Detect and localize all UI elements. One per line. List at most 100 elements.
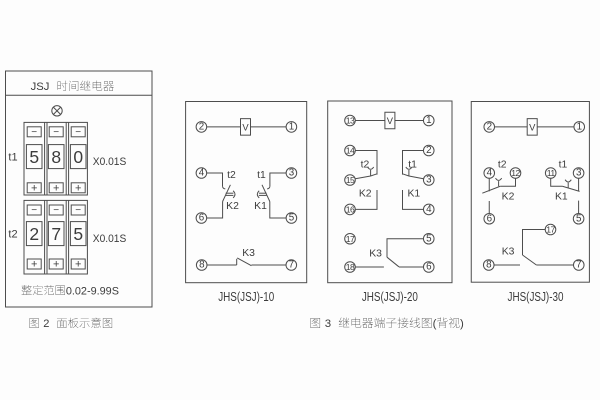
delay-cup: [495, 177, 503, 181]
timer-group-t1: t1 X0.01S − 5 + − 8 + − 0 +: [8, 121, 127, 196]
timer-group-t2: t2 X0.01S − 2 + − 7 + − 5 +: [8, 199, 127, 275]
delay-icon: [367, 166, 375, 176]
increment-button[interactable]: [26, 258, 42, 270]
terminal-number: 4: [426, 204, 432, 215]
terminal-circle-7: [572, 259, 585, 271]
terminal-circle-6: [195, 212, 208, 224]
terminal-5: 5: [285, 212, 298, 224]
terminal-number: 2: [487, 121, 492, 132]
terminal-circle-6: [483, 212, 496, 225]
svg-text:3: 3: [325, 318, 331, 330]
increment-button[interactable]: [70, 258, 86, 270]
digit-wheel: − 0 +: [69, 126, 87, 194]
terminal-circle-5: [572, 212, 585, 225]
voltmeter-label: V: [242, 121, 249, 132]
delay-cup: [564, 179, 572, 183]
decrement-label: −: [31, 205, 37, 216]
delay-icon: [564, 179, 572, 188]
voltmeter: V: [384, 111, 396, 130]
timer-multiplier: X0.01S: [93, 233, 127, 245]
decrement-button[interactable]: [48, 126, 64, 138]
decrement-button[interactable]: [70, 204, 86, 216]
terminal-circle-5: [422, 232, 435, 245]
digit-value: 0: [73, 147, 83, 167]
terminal-circle-8: [482, 259, 495, 271]
terminal-7: 7: [285, 259, 298, 271]
increment-label: +: [75, 259, 81, 271]
terminal-number: 5: [426, 233, 432, 244]
timer-group-t1-frame: [23, 121, 88, 196]
svg-text:JSJ: JSJ: [31, 81, 50, 93]
terminal-15: 15: [344, 174, 356, 186]
decrement-button[interactable]: [48, 204, 64, 216]
terminal-1: 1: [285, 121, 298, 133]
terminal-circle-11: [544, 167, 557, 179]
terminal-11: 11: [544, 167, 557, 179]
contact-no-lead: [402, 190, 424, 210]
terminal-13: 13: [344, 114, 356, 127]
voltmeter-label: V: [387, 115, 394, 126]
digit-window: [47, 144, 65, 170]
contact-common-lead: [500, 178, 516, 187]
terminal-circle-4: [422, 203, 435, 216]
decrement-label: −: [53, 205, 59, 216]
decrement-button[interactable]: [26, 126, 42, 138]
terminal-4: 4: [195, 167, 208, 179]
terminal-number: 4: [199, 168, 205, 179]
diagram-model-label: JHS(JSJ)-20: [362, 290, 418, 304]
digit-wheel: − 5 +: [25, 126, 43, 194]
terminal-8: 8: [195, 259, 208, 271]
terminal-circle-3: [285, 167, 298, 179]
svg-text:(: (: [433, 318, 437, 330]
terminal-number: 1: [289, 121, 294, 132]
contact-foot: [222, 186, 226, 190]
timer-multiplier: X0.01S: [93, 156, 127, 168]
contact-coil-label: K3: [502, 246, 515, 257]
contact-timer-label: t2: [361, 160, 370, 171]
panel-title: JSJ: [31, 80, 114, 93]
terminal-circle-7: [285, 259, 298, 271]
terminal-number: 17: [346, 234, 355, 244]
increment-button[interactable]: [48, 182, 64, 194]
terminal-circle-2: [422, 144, 435, 157]
terminal-number: 6: [199, 213, 205, 224]
terminal-circle-2: [195, 121, 208, 133]
terminal-circle-1: [285, 121, 298, 133]
terminal-circle-12: [509, 167, 522, 179]
terminal-number: 5: [576, 213, 582, 224]
increment-button[interactable]: [26, 182, 42, 194]
terminal-number: 4: [487, 168, 493, 179]
increment-button[interactable]: [48, 258, 64, 270]
terminal-14: 14: [344, 144, 356, 157]
terminal-circle-13: [344, 114, 356, 127]
terminal-number: 1: [426, 115, 431, 126]
terminal-number: 2: [199, 121, 204, 132]
svg-text:2: 2: [43, 318, 49, 330]
decrement-button[interactable]: [70, 126, 86, 138]
digit-window: [69, 221, 87, 247]
contact-blade: [482, 185, 501, 194]
terminal-number: 6: [487, 213, 493, 224]
lamp-cross-line: [53, 106, 61, 115]
terminal-circle-1: [422, 114, 435, 127]
terminal-number: 3: [289, 168, 295, 179]
terminal-circle-1: [573, 121, 586, 133]
increment-label: +: [53, 182, 59, 194]
terminal-circle-4: [483, 167, 496, 179]
contact-no-lead: [355, 190, 378, 210]
contact-coil-label: K3: [242, 248, 255, 259]
terminal-circle-8: [195, 259, 208, 271]
decrement-button[interactable]: [26, 204, 42, 216]
diagram-frame: [470, 101, 590, 283]
digit-window: [69, 144, 87, 170]
terminal-number: 14: [346, 146, 355, 156]
terminal-circle-3: [422, 174, 435, 186]
digit-value: 7: [51, 224, 61, 244]
contact-timer-label: t2: [227, 170, 236, 181]
terminal-number: 11: [547, 168, 556, 178]
terminal-number: 5: [289, 213, 295, 224]
svg-text:0.02-9.99S: 0.02-9.99S: [66, 285, 119, 297]
contact-blade: [386, 256, 400, 268]
increment-button[interactable]: [70, 182, 86, 194]
